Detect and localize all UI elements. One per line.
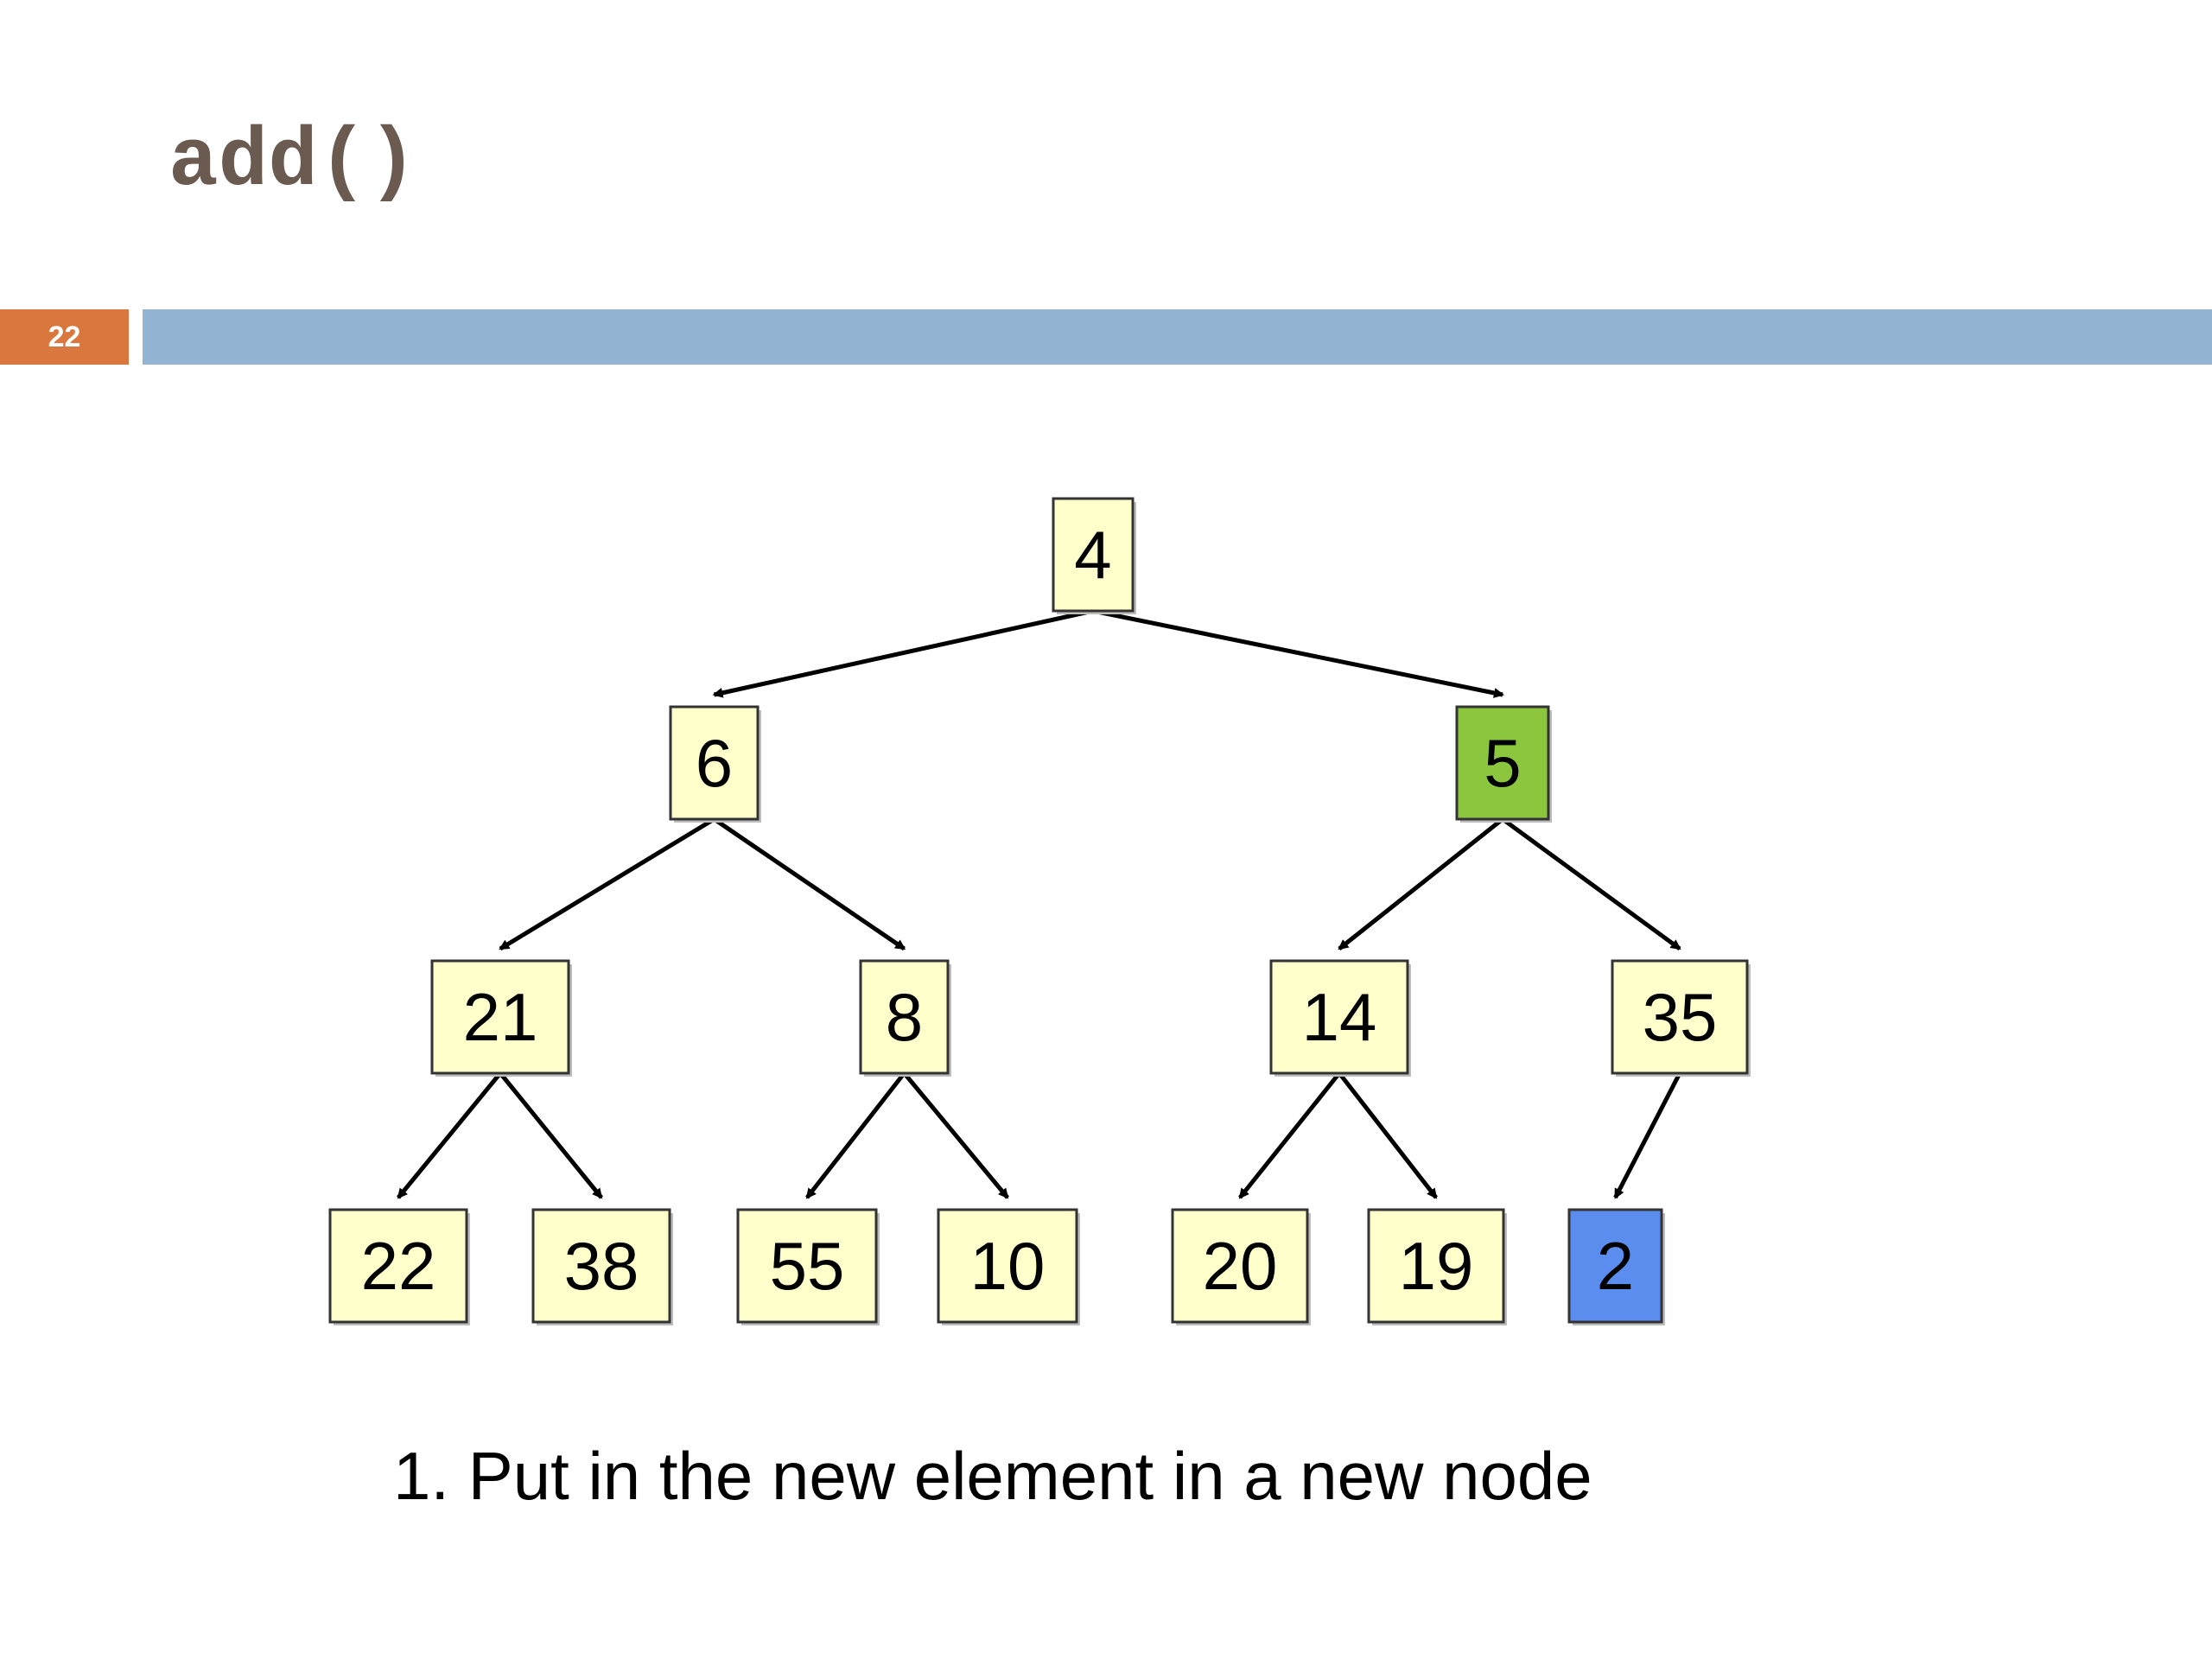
tree-edge-n8-n55 [805,1071,906,1199]
tree-node-21: 21 [430,959,572,1077]
tree-node-8: 8 [859,959,951,1077]
tree-node-label: 19 [1399,1228,1474,1304]
slide-number-badge: 22 [0,309,129,365]
tree-edge-n5-n14 [1338,817,1504,950]
tree-node-box [937,1208,1078,1324]
tree-node-10: 10 [937,1208,1080,1325]
tree-node-35: 35 [1611,959,1751,1077]
tree-node-4: 4 [1052,497,1136,614]
tree-edge-n4-n5 [1092,608,1504,698]
header-bar [143,309,2212,365]
tree-edge-n5-n35 [1501,817,1681,951]
tree-edge-n14-n20 [1238,1071,1341,1199]
tree-node-box [531,1208,671,1324]
tree-node-38: 38 [531,1208,673,1325]
tree-node-label: 5 [1484,725,1521,801]
tree-node-20: 20 [1171,1208,1311,1325]
tree-nodes: 4 6 5 21 8 14 35 22 38 55 10 20 19 2 [328,497,1751,1325]
tree-node-box [1455,705,1550,821]
tree-node-label: 22 [361,1228,436,1304]
tree-node-box [1567,1208,1663,1324]
tree-node-22: 22 [328,1208,470,1325]
tree-node-label: 21 [463,979,538,1055]
tree-node-box [1367,1208,1505,1324]
tree-node-label: 20 [1203,1228,1278,1304]
tree-node-5: 5 [1455,705,1552,823]
tree-edge-n14-n19 [1338,1071,1438,1199]
tree-node-box [736,1208,878,1324]
tree-node-label: 14 [1302,979,1377,1055]
tree-node-box [1052,497,1135,613]
tree-edge-n21-n22 [397,1071,502,1199]
tree-node-box [859,959,950,1075]
step-caption: 1. Put in the new element in a new node [393,1438,1592,1514]
tree-node-box [1611,959,1749,1075]
tree-node-box [430,959,570,1075]
tree-edges [397,608,1682,1199]
tree-node-label: 35 [1643,979,1718,1055]
tree-node-55: 55 [736,1208,880,1325]
slide-title: add() [168,115,418,209]
tree-edge-n6-n8 [713,817,906,951]
tree-edge-n35-n2 [1613,1071,1682,1199]
tree-node-box [328,1208,468,1324]
tree-node-19: 19 [1367,1208,1507,1325]
tree-node-2: 2 [1567,1208,1665,1325]
tree-node-label: 38 [564,1228,639,1304]
tree-node-label: 2 [1597,1228,1634,1304]
tree-node-box [1269,959,1409,1075]
tree-edge-n21-n38 [499,1071,603,1199]
tree-edge-n4-n6 [712,608,1094,698]
tree-edge-n6-n21 [499,817,715,951]
tree-node-label: 10 [970,1228,1046,1304]
tree-edge-n8-n10 [902,1071,1009,1199]
tree-node-14: 14 [1269,959,1411,1077]
tree-node-label: 8 [886,979,923,1055]
tree-node-box [669,705,760,821]
tree-node-6: 6 [669,705,761,823]
tree-node-label: 4 [1074,517,1111,593]
tree-node-box [1171,1208,1309,1324]
tree-node-label: 6 [696,725,733,801]
tree-node-label: 55 [770,1228,845,1304]
